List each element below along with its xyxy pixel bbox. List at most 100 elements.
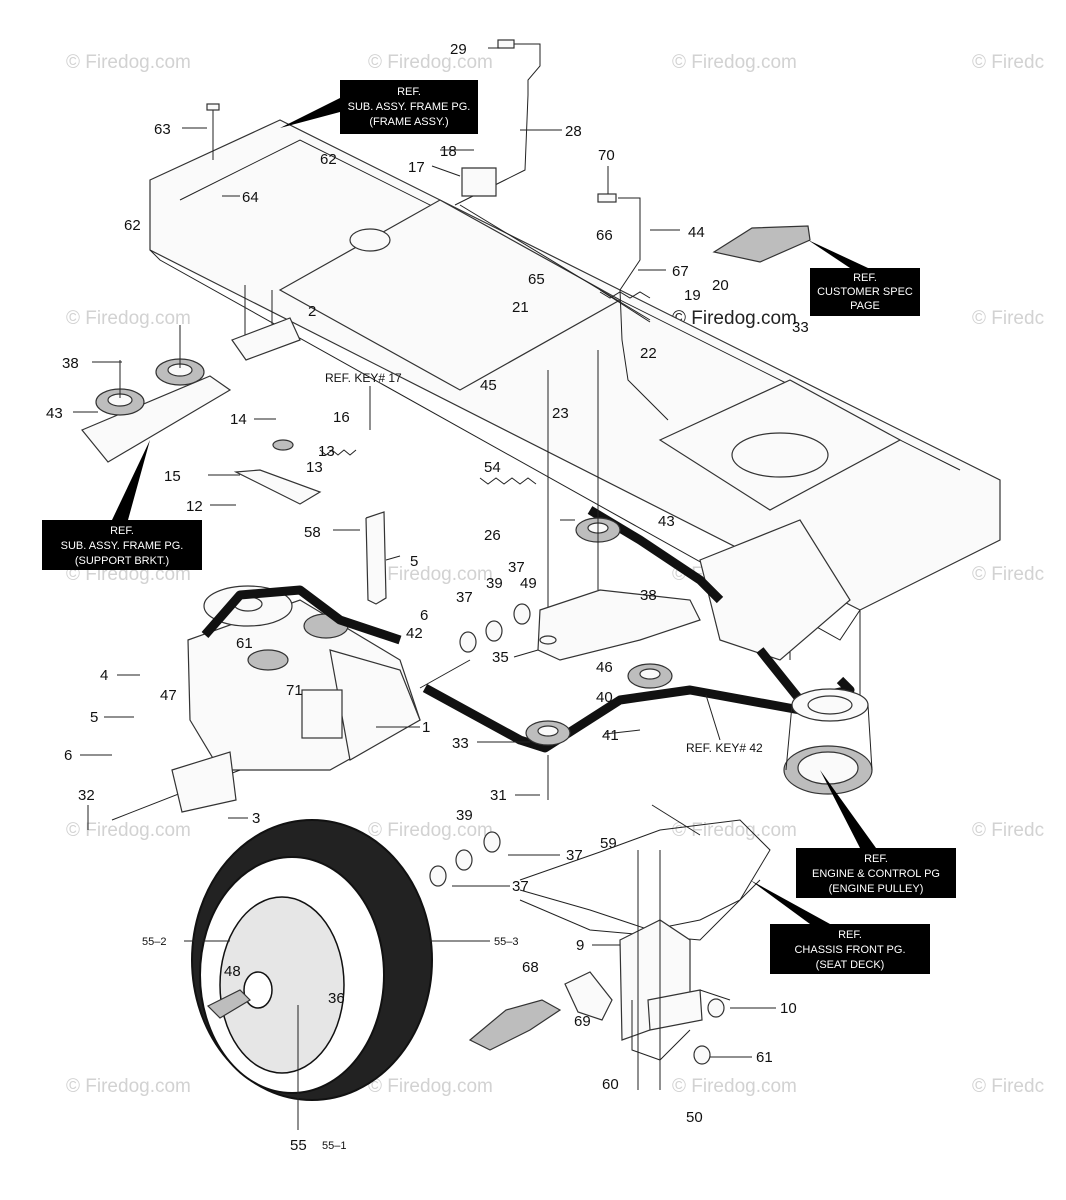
callout-label: 2 (308, 303, 316, 320)
pulley-drawing (525, 350, 673, 800)
callout-label: 21 (512, 299, 529, 316)
callout-label: 54 (484, 459, 501, 476)
callout-label: 66 (596, 227, 613, 244)
callout-label: 60 (602, 1076, 619, 1093)
ref-box-line: SUB. ASSY. FRAME PG. (348, 101, 471, 113)
rod-44-drawing (597, 193, 669, 421)
watermark: © Firedog.com (368, 52, 493, 73)
callout-label: 50 (686, 1109, 703, 1126)
callout-label: 42 (406, 625, 423, 642)
callout-label: 37 (508, 559, 525, 576)
watermark: © Firedog.com (66, 308, 191, 329)
callout-layer: 29 28 63 62 18 17 70 64 62 44 66 67 65 2… (46, 41, 809, 1154)
callout-label: 43 (658, 513, 675, 530)
watermark: © Firedog.com (66, 1076, 191, 1097)
watermark: © Firedog.com (672, 1076, 797, 1097)
spring-drawing (233, 291, 651, 505)
idler-bracket-drawing (81, 325, 232, 463)
callout-label: 37 (456, 589, 473, 606)
callout-label: 28 (565, 123, 582, 140)
watermark: © Firedog.com (672, 52, 797, 73)
callout-label: 39 (456, 807, 473, 824)
callout-label: 49 (520, 575, 537, 592)
watermark: © Firedog.com (66, 52, 191, 73)
callout-label: 69 (574, 1013, 591, 1030)
callout-label: 55 (290, 1137, 307, 1154)
watermark: © Firedc (972, 1076, 1044, 1097)
line-art (81, 39, 1001, 1101)
callout-label: 44 (688, 224, 705, 241)
callout-label: 5 (410, 553, 418, 570)
callout-label: 45 (480, 377, 497, 394)
ref-box-line: (SUPPORT BRKT.) (75, 555, 169, 567)
callout-label: 43 (46, 405, 63, 422)
ref-box-customer-spec: REF. CUSTOMER SPEC PAGE (808, 240, 920, 316)
ref-box-line: (ENGINE PULLEY) (829, 883, 924, 895)
callout-label: 39 (486, 575, 503, 592)
ref-box-line: ENGINE & CONTROL PG (812, 868, 940, 880)
callout-label: 10 (780, 1000, 797, 1017)
callout-label: 13 (306, 459, 323, 476)
ref-box-line: REF. (864, 853, 888, 865)
callout-label: 19 (684, 287, 701, 304)
ref-box-line: CUSTOMER SPEC (817, 286, 913, 298)
callout-label: 41 (602, 727, 619, 744)
callout-label: 35 (492, 649, 509, 666)
callout-label: 70 (598, 147, 615, 164)
tire-drawing (191, 819, 433, 1101)
callout-label: 9 (576, 937, 584, 954)
callout-label: 40 (596, 689, 613, 706)
watermark: © Firedc (972, 52, 1044, 73)
engine-pulley-drawing (783, 688, 873, 795)
callout-label: 12 (186, 498, 203, 515)
callout-label: 17 (408, 159, 425, 176)
callout-label: 36 (328, 990, 345, 1007)
callout-label: 48 (224, 963, 241, 980)
callout-label: 22 (640, 345, 657, 362)
callout-label: 71 (286, 682, 303, 699)
ref-box-line: REF. (110, 525, 134, 537)
ref-box-engine-pulley: REF. ENGINE & CONTROL PG (ENGINE PULLEY) (796, 770, 956, 898)
pedal-bracket-drawing (564, 850, 731, 1090)
callout-label: 37 (512, 878, 529, 895)
callout-label: 38 (62, 355, 79, 372)
callout-label: 26 (484, 527, 501, 544)
callout-label: 4 (100, 667, 108, 684)
ref-box-line: CHASSIS FRONT PG. (794, 944, 905, 956)
watermark: © Firedc (972, 820, 1044, 841)
callout-label: 63 (154, 121, 171, 138)
bolt-drawing (206, 103, 301, 361)
shift-rod-drawing (454, 39, 651, 321)
ref-key-17-label: REF. KEY# 17 (325, 371, 402, 385)
ref-box-line: SUB. ASSY. FRAME PG. (61, 540, 184, 552)
callout-small-label: 55–3 (494, 936, 518, 948)
callout-label: 46 (596, 659, 613, 676)
callout-label: 64 (242, 189, 259, 206)
callout-label: 23 (552, 405, 569, 422)
callout-label: 16 (333, 409, 350, 426)
callout-label: 58 (304, 524, 321, 541)
washer-drawing (429, 603, 531, 887)
callout-label: 13 (318, 443, 335, 460)
ref-box-line: REF. (397, 86, 421, 98)
callout-label: 15 (164, 468, 181, 485)
callout-label: 37 (566, 847, 583, 864)
ref-box-line: REF. (838, 929, 862, 941)
callout-label: 33 (452, 735, 469, 752)
pedal-pad-drawing (712, 225, 811, 263)
leader-lines (73, 47, 776, 1130)
watermark-center: © Firedog.com (672, 308, 797, 329)
callout-label: 18 (440, 143, 457, 160)
watermark: © Firedog.com (368, 1076, 493, 1097)
ref-box-line: PAGE (850, 300, 880, 312)
watermark: © Firedog.com (368, 564, 493, 585)
ref-box-line: (SEAT DECK) (816, 959, 885, 971)
callout-label: 20 (712, 277, 729, 294)
callout-label: 31 (490, 787, 507, 804)
callout-label: 65 (528, 271, 545, 288)
callout-label: 29 (450, 41, 467, 58)
callout-label: 62 (124, 217, 141, 234)
callout-small-label: 55–1 (322, 1140, 346, 1152)
ref-box-frame-assy: REF. SUB. ASSY. FRAME PG. (FRAME ASSY.) (280, 80, 478, 134)
